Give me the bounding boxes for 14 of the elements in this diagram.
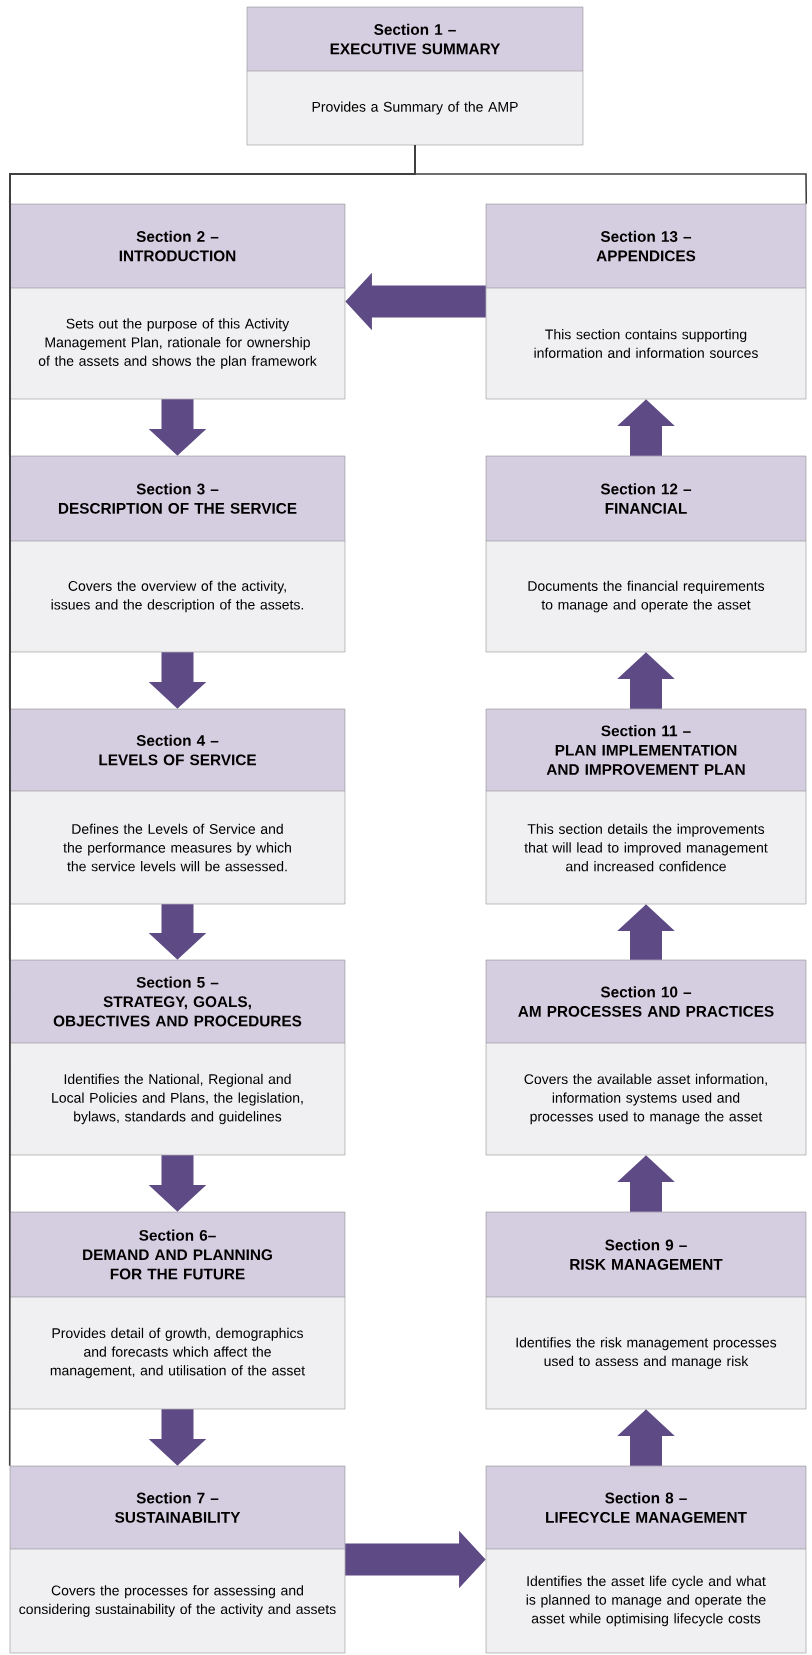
section-box: Section 11 – PLAN IMPLEMENTATION AND IMPROVEMENT PLAN This section details the improvements that will lead to improved management and increased confidence — [485, 708, 807, 905]
section-box: Section 10 – AM PROCESSES AND PRACTICES Covers the available asset information, information systems used and processes used to manage the asset — [485, 959, 807, 1156]
section-box: Section 1 – EXECUTIVE SUMMARY Provides a Summary of the AMP — [246, 6, 584, 146]
section-box: Section 5 – STRATEGY, GOALS, OBJECTIVES AND PROCEDURES Identifies the National, Regional and Local Policies and Plans, the legislation, bylaws, standards and guidelines — [9, 959, 346, 1156]
section-box: Section 9 – RISK MANAGEMENT Identifies the risk management processes used to assess and manage risk — [485, 1211, 807, 1410]
section-box: Section 2 – INTRODUCTION Sets out the purpose of this Activity Management Plan, rationale for ownership of the assets and shows the plan framework — [9, 203, 346, 400]
section-box: Section 13 – APPENDICES This section contains supporting information and information sources — [485, 203, 807, 400]
section-box: Section 3 – DESCRIPTION OF THE SERVICE Covers the overview of the activity, issues and the description of the assets. — [9, 455, 346, 653]
section-box: Section 7 – SUSTAINABILITY Covers the processes for assessing and considering sustainability of the activity and assets — [9, 1465, 346, 1654]
section-box: Section 4 – LEVELS OF SERVICE Defines the Levels of Service and the performance measures by which the service levels will be assessed. — [9, 708, 346, 905]
section-box: Section 8 – LIFECYCLE MANAGEMENT Identifies the asset life cycle and what is planned to manage and operate the asset while optimising lifecycle costs — [485, 1465, 807, 1654]
connector-line — [414, 144, 808, 205]
section-box: Section 6– DEMAND AND PLANNING FOR THE FUTURE Provides detail of growth, demographics and forecasts which affect the management, and utilisation of the asset — [9, 1211, 346, 1410]
section-box: Section 12 – FINANCIAL Documents the financial requirements to manage and operate the asset — [485, 455, 807, 653]
